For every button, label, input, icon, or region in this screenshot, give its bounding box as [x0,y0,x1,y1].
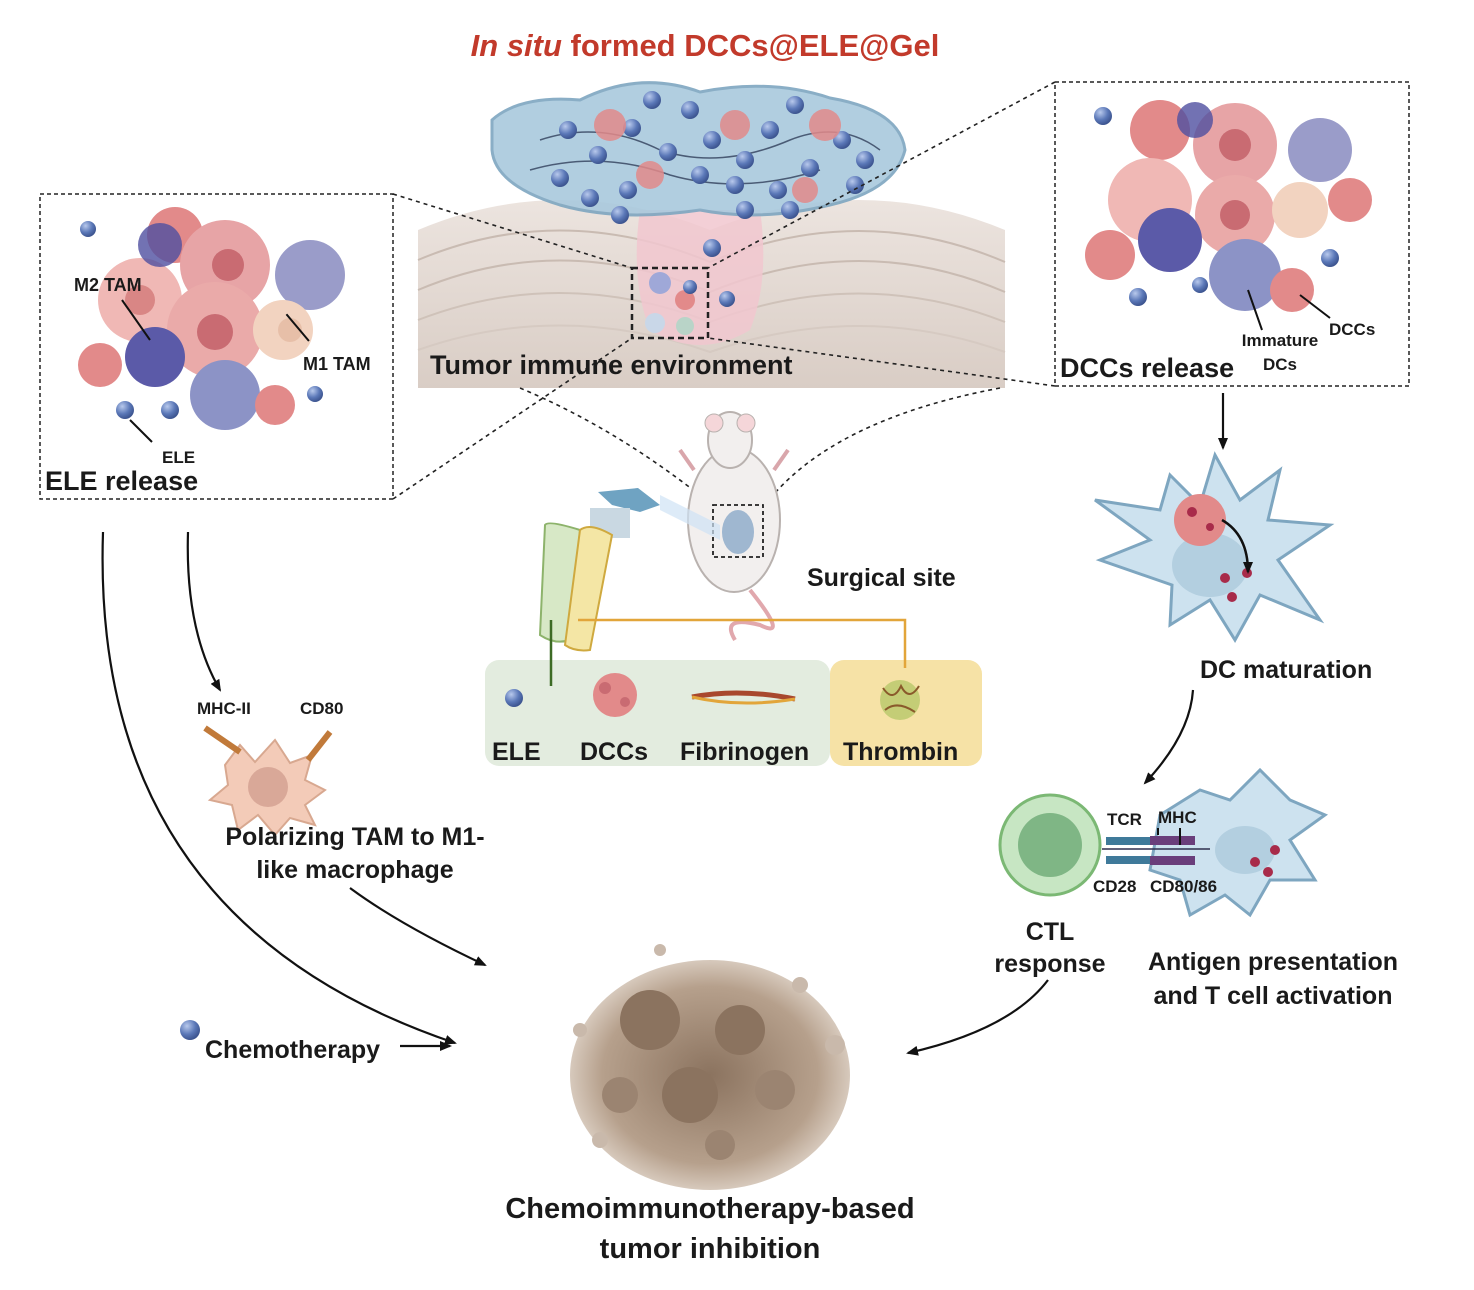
label-ele-release: ELE release [45,466,199,496]
synapse-receptors [1102,828,1210,865]
apc-cell [1148,767,1329,918]
label-ele-pointer: ELE [162,448,196,467]
label-outcome-1: Chemoimmunotherapy-based [505,1193,915,1225]
ele-bead [801,159,819,177]
legend-dccs-label: DCCs [580,738,649,766]
gel-dcc-blobs [594,109,841,203]
label-dccs-release: DCCs release [1060,353,1235,383]
label-antigen-2: and T cell activation [1153,982,1393,1010]
label-antigen-1: Antigen presentation [1147,948,1398,976]
flow-arrows [101,393,1228,1056]
ctl-cell [998,793,1102,897]
ele-bead [691,166,709,184]
label-tumor-immune-environment: Tumor immune environment [430,350,793,380]
ele-bead [681,101,699,119]
tumor-inhibition-cluster [570,944,850,1190]
ele-bead [769,181,787,199]
ele-bead [581,189,599,207]
ele-bead [833,131,851,149]
legend-dcc-icon [593,673,637,717]
ele-bead [736,201,754,219]
label-outcome-2: tumor inhibition [599,1233,821,1265]
label-ctl-1: CTL [1025,918,1075,946]
label-ctl-2: response [994,950,1106,978]
label-cd80: CD80 [300,699,344,718]
label-cd80-86: CD80/86 [1150,877,1218,896]
ele-bead [856,151,874,169]
mouse-illustration [678,411,790,642]
label-surgical-site: Surgical site [807,564,956,592]
label-m2-tam: M2 TAM [74,275,142,295]
label-immature-dcs-1: Immature [1241,331,1319,350]
ele-bead [786,96,804,114]
gel-ele-beads [551,91,874,257]
legend-thrombin-label: Thrombin [843,738,959,766]
ele-bead [551,169,569,187]
left-cell-cluster [78,207,345,443]
ele-bead [761,121,779,139]
spray-bottle-illustration [538,488,720,652]
label-mhc-ii: MHC-II [197,699,251,718]
ele-bead [659,143,677,161]
ele-bead [846,176,864,194]
ele-bead [703,131,721,149]
ele-bead [611,206,629,224]
tissue-section [417,81,1006,388]
page-title: In situ formed DCCs@ELE@Gel [470,28,940,63]
legend-panel [485,660,830,766]
ele-bead [736,151,754,169]
ele-bead [703,239,721,257]
label-polarizing-1: Polarizing TAM to M1- [225,823,485,851]
label-mhc: MHC [1158,808,1197,827]
legend-fibrinogen-icon [691,690,796,702]
label-m1-tam: M1 TAM [303,354,371,374]
ele-bead [643,91,661,109]
ele-bead [559,121,577,139]
legend-ele-label: ELE [492,738,541,766]
ele-bead [619,181,637,199]
legend-fibrinogen-label: Fibrinogen [680,738,810,766]
label-polarizing-2: like macrophage [256,856,454,884]
zoom-connectors [392,81,1056,506]
ele-bead [726,176,744,194]
m1-macrophage [203,725,333,837]
legend-thrombin-icon [880,680,920,720]
ele-bead [781,201,799,219]
label-immature-dcs-2: DCs [1262,355,1297,374]
ele-bead [623,119,641,137]
ele-bead [589,146,607,164]
chemotherapy-ele-icon [180,1020,200,1040]
label-dccs-pointer: DCCs [1329,320,1376,339]
label-chemotherapy: Chemotherapy [205,1036,381,1064]
label-tcr: TCR [1107,810,1142,829]
tumor-zoom-box [630,266,710,340]
right-cell-cluster [1085,100,1372,331]
label-dc-maturation: DC maturation [1200,656,1373,684]
dc-maturation-cell [1094,451,1335,643]
label-cd28: CD28 [1093,877,1137,896]
